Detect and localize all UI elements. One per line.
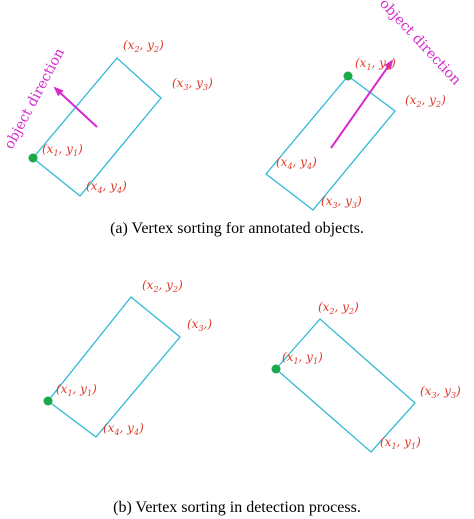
panel-a-left-box bbox=[32, 57, 162, 197]
panel-b-left-label-v3: (x3,) bbox=[187, 317, 212, 333]
panel-b-right-label-v4: (x1, y1) bbox=[380, 435, 421, 451]
panel-b-left-label-v4: (x4, y4) bbox=[103, 421, 144, 437]
panel-a-left-label-v2: (x2, y2) bbox=[123, 38, 164, 54]
panel-a-right-label-v1: (x1, y1) bbox=[355, 56, 396, 72]
panel-b-right-start-point bbox=[271, 364, 281, 374]
panel-b-caption: (b) Vertex sorting in detection process. bbox=[113, 499, 361, 516]
panel-b-right-label-v3: (x3, y3) bbox=[420, 384, 461, 400]
panel-b-right-box bbox=[275, 318, 416, 453]
panel-b-left-start-point bbox=[43, 396, 53, 406]
panel-a-left-label-v1: (x1, y1) bbox=[42, 142, 83, 158]
panel-a-left-direction-label: object direction bbox=[1, 46, 68, 152]
panel-a-right: object direction (x1, y1) (x2, y2) (x4, … bbox=[265, 0, 464, 211]
panel-a-left-label-v4: (x4, y4) bbox=[86, 179, 127, 195]
panel-a-right-direction-label: object direction bbox=[376, 0, 464, 88]
panel-a-left-start-point bbox=[28, 153, 38, 163]
panel-a-left-label-v3: (x3, y3) bbox=[172, 76, 213, 92]
panel-b-right-label-v1: (x1, y1) bbox=[282, 350, 323, 366]
panel-a-left: object direction (x2, y2) (x3, y3) (x1, … bbox=[1, 38, 213, 197]
panel-a-right-direction-arrow bbox=[330, 59, 394, 149]
panel-b-left: (x2, y2) (x3,) (x1, y1) (x4, y4) bbox=[43, 278, 212, 438]
panel-a-right-start-point bbox=[343, 71, 353, 81]
panel-a-left-direction-arrow bbox=[53, 86, 98, 128]
panel-b-right-label-v2: (x2, y2) bbox=[318, 300, 359, 316]
panel-b-right: (x2, y2) (x1, y1) (x3, y3) (x1, y1) bbox=[271, 300, 461, 453]
panel-b-left-label-v1: (x1, y1) bbox=[56, 382, 97, 398]
panel-b-left-label-v2: (x2, y2) bbox=[142, 278, 183, 294]
panel-a-right-label-v4: (x4, y4) bbox=[276, 155, 317, 171]
panel-a-right-label-v2: (x2, y2) bbox=[405, 93, 446, 109]
panel-b-left-box bbox=[47, 296, 181, 438]
panel-a-right-label-v3: (x3, y3) bbox=[321, 194, 362, 210]
panel-a-right-box bbox=[265, 75, 396, 211]
panel-a-caption: (a) Vertex sorting for annotated objects… bbox=[110, 220, 364, 237]
